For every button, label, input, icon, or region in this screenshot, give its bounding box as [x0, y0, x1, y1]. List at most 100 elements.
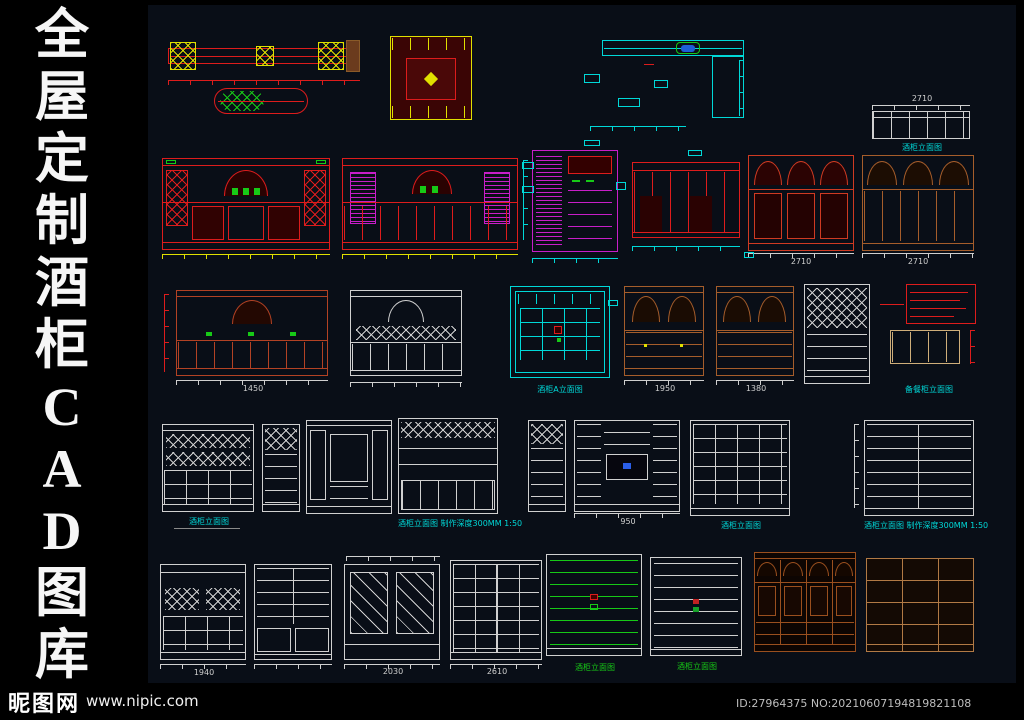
dim-line [342, 254, 518, 259]
mark [316, 160, 326, 164]
shelf-lines [807, 334, 867, 374]
door-panel [836, 586, 852, 616]
line [604, 48, 742, 49]
base-line [450, 652, 542, 653]
frame [864, 420, 974, 516]
panel [568, 156, 612, 174]
mark [590, 604, 598, 610]
dim-line [632, 246, 740, 251]
base-line [342, 242, 518, 243]
mark [290, 332, 296, 336]
frame [162, 424, 254, 512]
door-grid [352, 344, 460, 370]
wine-rack [166, 434, 250, 448]
counter-top [602, 40, 744, 56]
door-panel [268, 206, 300, 240]
wine-glass-icon [243, 188, 249, 195]
line [162, 202, 330, 203]
dim-line [176, 380, 328, 385]
fine-print-line [174, 528, 240, 529]
column [832, 560, 833, 644]
drawing-white-lattice-cabinet [804, 284, 870, 384]
mark [554, 326, 562, 334]
image-id-text: ID:27964375 NO:20210607194819821108 [736, 697, 972, 710]
mark [644, 64, 654, 65]
wine-rack [206, 588, 240, 610]
base-line [632, 232, 740, 233]
shelf-lines [577, 424, 601, 508]
dim-line [862, 253, 974, 258]
title-char: 全 [35, 5, 89, 65]
frame [262, 424, 300, 512]
title-char: 屋 [35, 67, 89, 127]
caption: 酒柜立面图 制作深度300MM 1:50 [398, 519, 523, 528]
caption: 酒柜立面图 制作深度300MM 1:50 [864, 521, 989, 530]
crown-line [306, 425, 392, 426]
divider [293, 568, 294, 624]
caption: 酒柜立面图 [902, 143, 942, 152]
drawer-lines [626, 332, 702, 368]
crown-line [160, 572, 246, 573]
dim-line [574, 513, 680, 518]
drawing-kitchen-counter-plan [584, 40, 744, 134]
door-panel [810, 586, 828, 616]
mark [590, 594, 598, 600]
side-column [310, 430, 326, 500]
door-panel [295, 628, 329, 652]
dim-line [970, 330, 975, 364]
frame [398, 418, 498, 514]
base-line [160, 652, 246, 653]
line [350, 342, 462, 343]
drawing-annotated-detail: 备餐柜立面图 [880, 284, 978, 398]
title-char: 库 [35, 625, 89, 685]
drawing-arched-brown-cabinet: 2710 [862, 155, 974, 267]
crown-line [162, 165, 330, 166]
door-grid [892, 332, 958, 362]
wine-rack [304, 170, 326, 226]
drawing-white-grid-cabinet: 2610 [450, 560, 544, 676]
base-line [344, 644, 440, 645]
dim-line [168, 80, 360, 85]
title-char: C [42, 377, 82, 437]
frame [342, 158, 518, 250]
divider [902, 558, 903, 652]
center-panel [330, 434, 368, 482]
wine-rack [166, 170, 188, 226]
divider [938, 558, 939, 652]
door-panel [820, 193, 848, 239]
glass-door [396, 572, 434, 634]
door-grid [864, 191, 972, 241]
dim-line [254, 664, 332, 669]
dim-text: 1940 [193, 668, 215, 677]
dim-tick [584, 74, 600, 83]
frame [632, 162, 740, 238]
drawing-white-arch-cabinet [350, 290, 464, 392]
dim-line [523, 160, 528, 240]
dim-tick [584, 140, 600, 146]
shelf-lines [568, 190, 612, 246]
drawer-lines [330, 486, 368, 502]
frame [450, 560, 542, 660]
dim-line [739, 60, 744, 116]
knob-icon [644, 344, 647, 347]
base-line [162, 242, 330, 243]
base-line [624, 368, 704, 369]
dim-tick [608, 300, 618, 306]
frame [532, 150, 618, 252]
caption: 备餐柜立面图 [905, 385, 953, 394]
dim-tick [522, 186, 534, 193]
mark [572, 180, 580, 182]
line [716, 330, 794, 331]
column [806, 560, 807, 644]
dim-line [748, 253, 854, 258]
dim-tick [688, 150, 702, 156]
shelf-line [398, 448, 498, 449]
wine-glass-icon [420, 186, 426, 193]
section-cabinet [890, 330, 960, 364]
dim-text: 2030 [382, 667, 404, 676]
title-char: A [42, 439, 82, 499]
wine-rack [166, 452, 250, 466]
door-panel [257, 628, 291, 652]
dim-text: 2710 [790, 257, 812, 266]
crown-line [624, 292, 704, 293]
